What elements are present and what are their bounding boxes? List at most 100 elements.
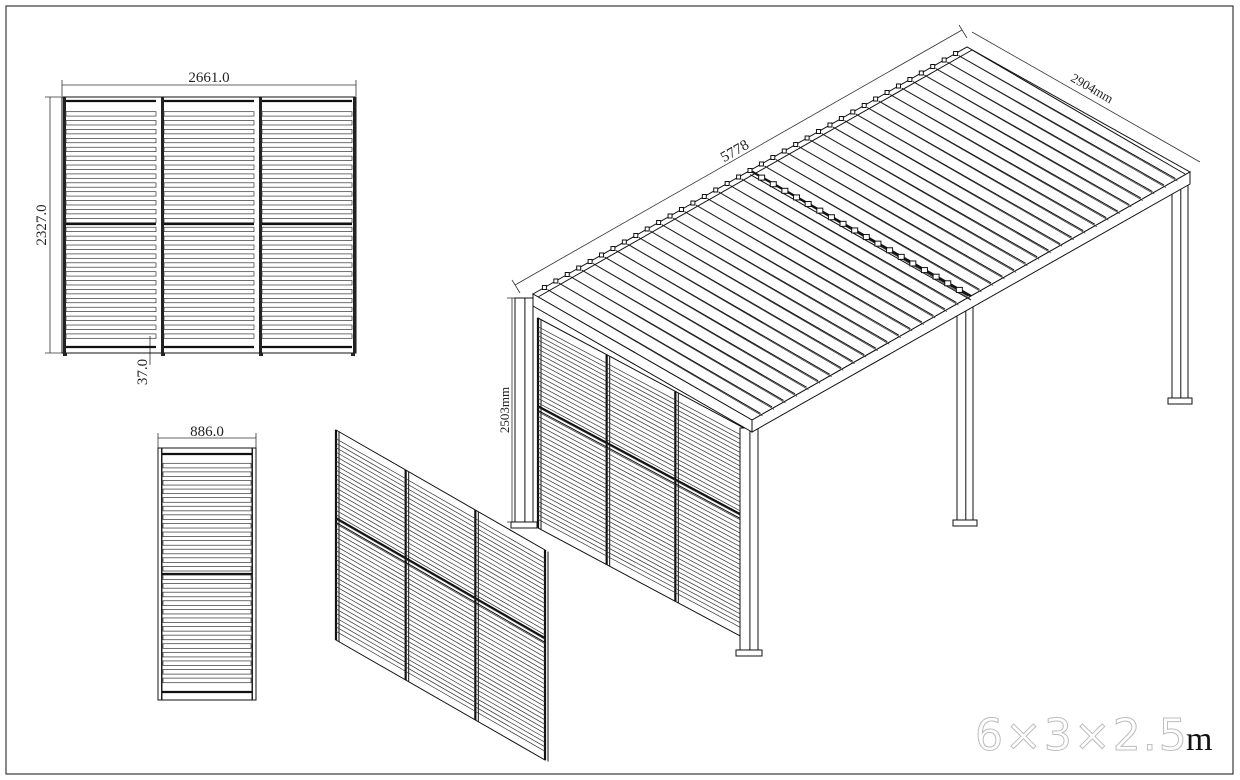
roof-louvre <box>695 204 911 330</box>
roof-louvre-edge <box>675 219 890 345</box>
roof-louvre-edge <box>801 148 1017 273</box>
louvre-slat <box>163 253 255 259</box>
louvre-slat <box>163 146 255 152</box>
roof-louvre-edge <box>881 102 1097 228</box>
iso-panel-slat <box>335 559 546 680</box>
iso-panel-slat <box>335 581 546 703</box>
panel-width-label: 886.0 <box>190 424 224 440</box>
louvre-slat <box>65 226 157 232</box>
louvre-slat <box>163 173 255 179</box>
louvre-slat <box>65 155 157 161</box>
louvre-slat <box>163 298 255 304</box>
roof-louvre-edge <box>870 109 1086 234</box>
roof-louvre-edge <box>653 232 867 358</box>
beam-bracket <box>920 267 928 274</box>
louvre-slat <box>163 218 255 224</box>
iso-panel-slat <box>335 451 546 573</box>
roof-louvre <box>866 107 1084 232</box>
panel-foot <box>63 353 67 356</box>
louvre-slat <box>163 129 255 135</box>
louvre-end-cap <box>656 220 662 225</box>
louvre-slat <box>65 129 157 135</box>
beam-bracket <box>886 247 894 254</box>
roof-louvre <box>604 256 819 382</box>
louvre-slat <box>163 333 255 339</box>
louvre-slat <box>162 488 252 495</box>
louvre-slat <box>65 306 157 312</box>
louvre-slat <box>65 191 157 197</box>
iso-panel-slat <box>335 608 546 730</box>
louvre-slat <box>65 235 157 241</box>
louvre-slat <box>162 557 252 563</box>
roof-louvre <box>741 178 957 303</box>
size-dimensions-label: 6×3×2.5 <box>975 710 1189 761</box>
pergola-wall-slat <box>537 357 745 469</box>
pergola-height-label: 2503mm <box>497 387 512 433</box>
louvre-slat <box>65 280 157 286</box>
louvre-slat <box>261 138 353 144</box>
louvre-slat <box>163 182 255 188</box>
louvre-slat <box>65 315 157 321</box>
pergola-length-label: 5778 <box>718 137 752 166</box>
louvre-slat <box>261 146 353 152</box>
louvre-end-cap <box>564 272 570 277</box>
roof-louvre-edge <box>790 154 1005 280</box>
louvre-slat <box>162 643 252 649</box>
louvre-slat <box>261 253 353 259</box>
iso-panel-slat <box>335 532 546 654</box>
louvre-end-cap <box>907 77 913 82</box>
iso-panel-slat <box>335 456 546 577</box>
louvre-end-cap <box>633 233 639 238</box>
louvre-slat <box>163 315 255 321</box>
pergola-wall-slat <box>537 514 745 626</box>
louvre-slat <box>163 244 255 250</box>
louvre-slat <box>163 155 255 161</box>
roof-louvre <box>889 94 1107 219</box>
pergola-wall-slat <box>537 424 745 536</box>
louvre-slat <box>162 462 252 469</box>
panel-post <box>161 97 164 353</box>
louvre-slat <box>261 209 353 215</box>
louvre-slat <box>162 600 252 606</box>
beam-bracket <box>897 253 905 260</box>
louvre-end-cap <box>576 265 582 271</box>
iso-panel-slat <box>335 536 546 658</box>
pergola-wall-slat <box>537 407 745 518</box>
iso-panel-slat <box>335 586 546 707</box>
louvre-slat <box>162 523 252 529</box>
length-dimension-line <box>514 29 963 286</box>
beam-bracket <box>862 234 870 241</box>
front-left-post <box>514 297 534 523</box>
louvre-slat <box>162 540 252 546</box>
pergola-wall-slat <box>537 474 745 585</box>
beam-bracket <box>804 201 812 208</box>
pergola-wall-slat <box>537 415 745 527</box>
pergola-wall-slat <box>537 398 745 509</box>
drawing-frame <box>5 5 1234 775</box>
louvre-slat <box>163 280 255 286</box>
louvre-slat <box>65 298 157 304</box>
louvre-slat <box>261 271 353 277</box>
louvre-slat <box>261 191 353 197</box>
beam-bracket <box>874 240 882 247</box>
louvre-slat <box>163 289 255 295</box>
front-elevation-view: 2661.0 2327.0 37.0 <box>34 70 357 385</box>
pergola-wall-mid-rail <box>537 405 745 518</box>
roof-louvre-edge <box>618 252 832 378</box>
louvre-slat <box>261 333 353 339</box>
louvre-end-cap <box>553 278 559 284</box>
roof-louvre <box>707 198 923 323</box>
louvre-slat <box>162 634 252 641</box>
louvre-slat <box>65 262 157 268</box>
pergola-wall-slat <box>537 362 745 473</box>
louvre-slat <box>65 209 157 215</box>
beam-bracket <box>769 181 777 188</box>
louvre-slat <box>261 298 353 304</box>
roof-louvre <box>912 81 1130 206</box>
louvre-end-cap <box>587 259 593 264</box>
pergola-wall-slat <box>537 510 745 621</box>
louvre-slat <box>162 531 252 537</box>
louvre-slat <box>261 235 353 241</box>
louvre-end-cap <box>816 129 822 134</box>
